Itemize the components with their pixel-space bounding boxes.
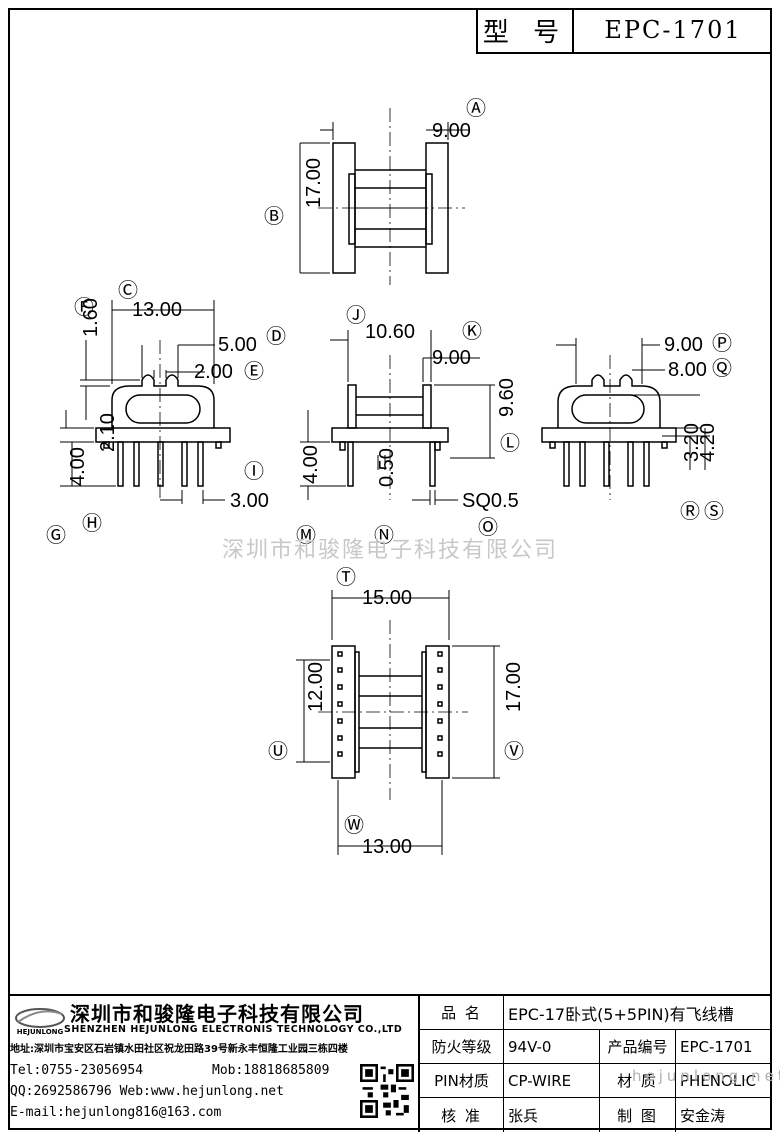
dim-h-value: 2.10	[97, 413, 119, 452]
dim-i-value: 3.00	[230, 490, 269, 512]
dim-c-value: 13.00	[132, 299, 182, 321]
left-view-body	[111, 374, 215, 428]
dim-t-value: 15.00	[362, 587, 412, 609]
company-address: 地址:深圳市宝安区石岩镇水田社区祝龙田路39号新永丰恒隆工业园三栋四楼	[10, 1044, 348, 1055]
dim-j-value: 10.60	[365, 321, 415, 343]
title-block: HEJUNLONG 深圳市和骏隆电子科技有限公司 SHENZHEN HEJUNL…	[8, 994, 772, 1132]
mid-view	[300, 330, 495, 505]
dim-m-value: 4.00	[300, 445, 322, 484]
review-label: 核 准	[420, 1098, 504, 1132]
company-qq-web: QQ:2692586796 Web:www.hejunlong.net	[10, 1084, 284, 1099]
draw-label: 制 图	[600, 1098, 676, 1132]
mark-v: Ⓥ	[504, 739, 524, 763]
draw-value: 安金涛	[680, 1106, 726, 1125]
mark-o: Ⓞ	[478, 515, 498, 539]
dim-n-value: 0.50	[376, 448, 398, 487]
mark-k: Ⓚ	[462, 319, 482, 343]
material-label: 材 质	[600, 1064, 676, 1098]
mark-c: Ⓒ	[118, 278, 138, 302]
mark-a: Ⓐ	[466, 96, 486, 120]
mark-g: Ⓖ	[46, 523, 66, 547]
drawing-frame	[8, 8, 772, 1130]
mark-h: Ⓗ	[82, 511, 102, 535]
product-name-value: EPC-17卧式(5+5PIN)有飞线槽	[504, 996, 772, 1030]
product-code-value: EPC-1701	[676, 1030, 772, 1064]
left-view-slot	[125, 394, 201, 424]
dim-l-value: 9.60	[496, 378, 518, 417]
mark-s: Ⓢ	[704, 499, 724, 523]
dim-k-value: 9.00	[432, 347, 471, 369]
mark-w: Ⓦ	[344, 813, 364, 837]
model-label: 型 号	[478, 8, 574, 52]
mark-p: Ⓟ	[712, 331, 732, 355]
model-box: 型 号 EPC-1701	[476, 8, 772, 54]
mark-b: Ⓑ	[264, 204, 284, 228]
dim-f-value: 1.60	[80, 298, 102, 337]
mark-f: Ⓕ	[74, 295, 94, 319]
fire-rating-label: 防火等级	[420, 1030, 504, 1064]
dim-e-value: 2.00	[194, 361, 233, 383]
top-view	[299, 108, 470, 285]
dim-b-value: 17.00	[303, 158, 325, 208]
company-tel: Tel:0755-23056954	[10, 1063, 144, 1078]
bottom-view	[296, 590, 500, 855]
company-logo: HEJUNLONG	[15, 1008, 65, 1036]
technical-drawing: 9.00 17.00 13.00 1.60 5.00 2.00 2.10 4.0…	[46, 96, 732, 858]
mark-l: Ⓛ	[500, 431, 520, 455]
svg-text:HEJUNLONG: HEJUNLONG	[17, 1028, 64, 1036]
dim-u-value: 12.00	[305, 662, 327, 712]
spec-table: 品 名 EPC-17卧式(5+5PIN)有飞线槽 防火等级 94V-0 产品编号…	[420, 996, 772, 1132]
product-name-label: 品 名	[420, 996, 504, 1030]
fire-rating-value: 94V-0	[504, 1030, 600, 1064]
mark-u: Ⓤ	[268, 739, 288, 763]
dim-v-value: 17.00	[503, 662, 525, 712]
mark-j: Ⓙ	[346, 303, 366, 327]
product-code-label: 产品编号	[600, 1030, 676, 1064]
dim-p-value: 9.00	[664, 334, 703, 356]
dim-o-value: SQ0.5	[462, 490, 519, 512]
material-value: PHENOLIC	[676, 1064, 772, 1098]
qr-code-icon	[360, 1064, 414, 1118]
company-email: E-mail:hejunlong816@163.com	[10, 1105, 222, 1120]
company-mob: Mob:18818685809	[212, 1063, 330, 1078]
pin-material-label: PIN材质	[420, 1064, 504, 1098]
dim-r-value: 3.20	[681, 423, 703, 462]
dim-g-value: 4.00	[67, 447, 89, 486]
mark-t: Ⓣ	[336, 565, 356, 589]
review-value: 张兵	[504, 1098, 600, 1132]
mark-d: Ⓓ	[266, 324, 286, 348]
right-view-body	[557, 374, 661, 428]
company-info: HEJUNLONG 深圳市和骏隆电子科技有限公司 SHENZHEN HEJUNL…	[8, 996, 420, 1132]
right-view	[541, 338, 710, 500]
dim-d-value: 5.00	[218, 334, 257, 356]
mark-m: Ⓜ	[296, 523, 316, 547]
dim-q-value: 8.00	[668, 359, 707, 381]
mark-q: Ⓠ	[712, 356, 732, 380]
right-view-slot	[571, 394, 645, 424]
mark-i: Ⓘ	[244, 459, 264, 483]
mark-r: Ⓡ	[680, 499, 700, 523]
dim-a-value: 9.00	[432, 120, 471, 142]
left-view	[60, 300, 231, 504]
company-en-name: SHENZHEN HEJUNLONG ELECTRONIS TECHNOLOGY…	[64, 1024, 403, 1035]
mark-n: Ⓝ	[374, 523, 394, 547]
dim-s-value: 4.20	[697, 423, 719, 462]
pin-material-value: CP-WIRE	[504, 1064, 600, 1098]
company-cn-name: 深圳市和骏隆电子科技有限公司	[70, 1002, 364, 1026]
watermark: 深圳市和骏隆电子科技有限公司	[221, 538, 558, 563]
dim-w-value: 13.00	[362, 836, 412, 858]
mark-e: Ⓔ	[244, 359, 264, 383]
model-value: EPC-1701	[604, 16, 742, 44]
